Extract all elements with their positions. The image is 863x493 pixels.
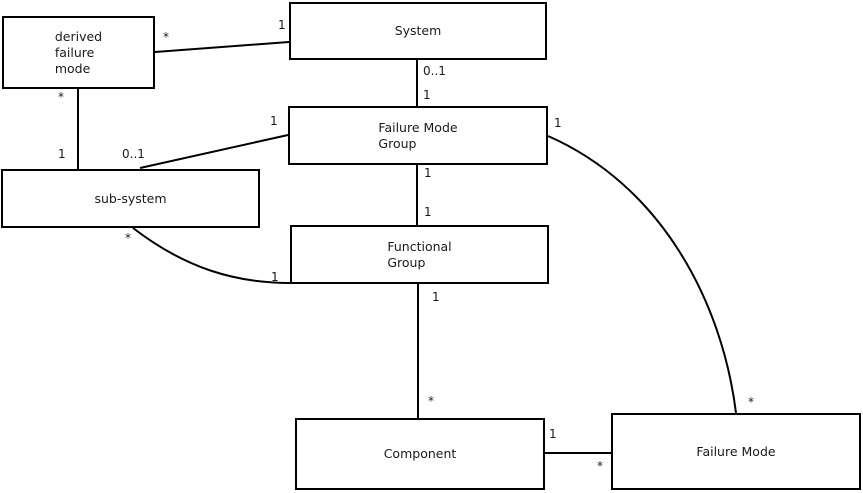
multiplicity-label: 1 <box>424 205 432 219</box>
class-name-label: System <box>394 23 442 38</box>
class-box-sub-system[interactable]: sub-system <box>1 169 260 228</box>
multiplicity-label: 0..1 <box>423 64 446 78</box>
multiplicity-label: 1 <box>549 427 557 441</box>
class-box-system[interactable]: System <box>289 2 547 60</box>
multiplicity-label: 1 <box>423 88 431 102</box>
class-box-derived-failure-mode[interactable]: derived failure mode <box>2 16 155 89</box>
multiplicity-label: 1 <box>432 290 440 304</box>
association-edge <box>132 227 291 284</box>
multiplicity-label: * <box>58 90 64 104</box>
multiplicity-label: 1 <box>278 18 286 32</box>
class-box-component[interactable]: Component <box>295 418 545 490</box>
class-box-functional-group[interactable]: Functional Group <box>290 225 549 284</box>
class-name-label: Failure Mode <box>696 443 776 459</box>
class-name-label: derived failure mode <box>54 28 103 76</box>
association-edge <box>154 41 290 53</box>
multiplicity-label: 1 <box>58 147 66 161</box>
association-edge <box>547 135 737 414</box>
multiplicity-label: 1 <box>270 114 278 128</box>
multiplicity-label: * <box>125 231 131 245</box>
class-name-label: Functional Group <box>387 238 452 270</box>
class-name-label: Failure Mode Group <box>378 119 458 151</box>
multiplicity-label: 1 <box>554 116 562 130</box>
class-box-failure-mode-group[interactable]: Failure Mode Group <box>288 106 548 165</box>
multiplicity-label: 0..1 <box>122 147 145 161</box>
class-name-label: Component <box>383 446 457 461</box>
multiplicity-label: * <box>163 30 169 44</box>
multiplicity-label: 1 <box>271 270 279 284</box>
multiplicity-label: * <box>428 394 434 408</box>
multiplicity-label: * <box>748 395 754 409</box>
multiplicity-label: * <box>597 459 603 473</box>
multiplicity-label: 1 <box>424 166 432 180</box>
class-box-failure-mode[interactable]: Failure Mode <box>611 413 861 490</box>
association-edge <box>139 134 289 169</box>
class-name-label: sub-system <box>94 190 167 206</box>
